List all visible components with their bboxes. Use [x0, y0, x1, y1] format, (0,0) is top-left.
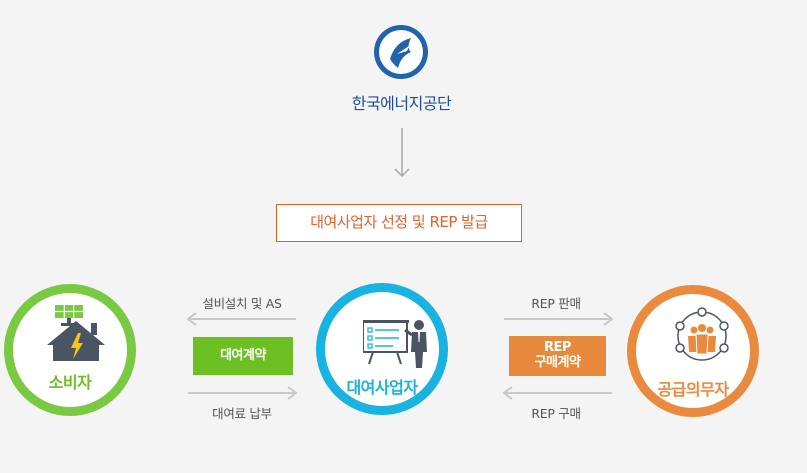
consumer-node: 소비자 [4, 284, 136, 416]
rental-fee-label: 대여료 납부 [212, 406, 272, 421]
rep-contract-line2: 구매계약 [534, 355, 581, 370]
rep-sale-label: REP 판매 [531, 296, 581, 311]
rental-contract-badge: 대여계약 [193, 337, 293, 375]
arrow-right-icon [188, 386, 298, 400]
supplier-node: 공급의무자 [627, 285, 759, 417]
rep-contract-line1: REP [544, 340, 571, 355]
arrow-left-icon [186, 312, 296, 326]
group-network-icon [675, 307, 729, 361]
arrow-right-icon [504, 312, 614, 326]
arrow-left-icon [502, 386, 612, 400]
rep-purchase-label: REP 구매 [531, 406, 581, 421]
lessor-label: 대여사업자 [346, 378, 418, 397]
org-name: 한국에너지공단 [351, 94, 452, 113]
consumer-label: 소비자 [48, 373, 92, 392]
install-as-label: 설비설치 및 AS [202, 296, 282, 311]
rep-contract-badge: REP 구매계약 [509, 336, 606, 376]
solar-house-icon [47, 305, 105, 361]
lessor-node: 대여사업자 [316, 283, 448, 415]
kea-logo-icon [374, 25, 428, 79]
presentation-icon [363, 320, 427, 368]
rep-issue-box: 대여사업자 선정 및 REP 발급 [276, 204, 522, 242]
supplier-label: 공급의무자 [657, 380, 729, 399]
down-arrow-icon [394, 128, 410, 178]
